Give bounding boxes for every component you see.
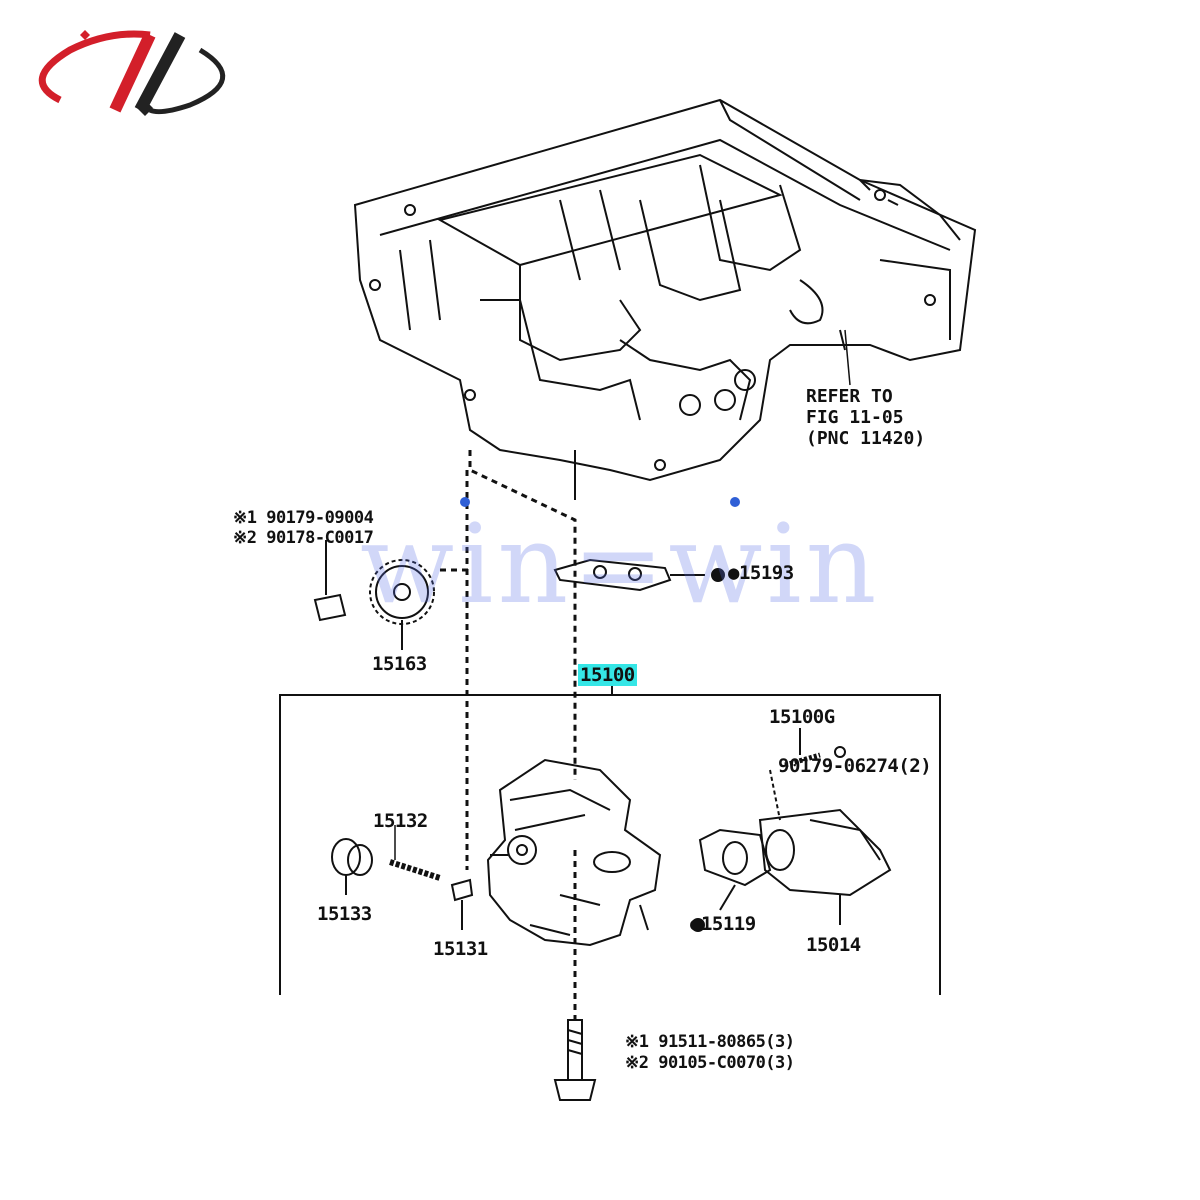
part-label-15131: 15131	[433, 938, 488, 960]
part-label-90178-c0017: ※2 90178-C0017	[233, 528, 374, 548]
part-label-15133: 15133	[317, 903, 372, 925]
bolt-91511-drawing	[553, 1019, 597, 1101]
relief-valve-parts	[331, 838, 474, 930]
part-label-15100: 15100	[578, 664, 637, 686]
assembly-15100-bracket	[279, 685, 941, 995]
refer-note-line3: (PNC 11420)	[806, 428, 926, 449]
refer-note: REFER TO FIG 11-05 (PNC 11420)	[806, 386, 925, 449]
leader-lines	[394, 329, 851, 860]
sprocket-15163-drawing	[313, 540, 435, 650]
part-label-15100-highlight: 15100	[578, 664, 637, 686]
part-label-90179-06274: 90179-06274(2)	[778, 755, 932, 777]
part-label-15163: 15163	[372, 653, 427, 675]
engine-block-drawing	[353, 98, 977, 482]
strainer-15014-drawing	[691, 728, 892, 932]
part-label-15132: 15132	[373, 810, 428, 832]
part-label-15119: ●15119	[690, 913, 756, 935]
watermark-text: win=win	[360, 500, 881, 628]
part-label-91511-80865: ※1 91511-80865(3)	[625, 1032, 795, 1052]
part-label-90105-c0070: ※2 90105-C0070(3)	[625, 1053, 795, 1073]
part-label-15100g: 15100G	[769, 706, 835, 728]
part-label-15014: 15014	[806, 934, 861, 956]
refer-note-line1: REFER TO	[806, 386, 893, 407]
oil-pump-drawing	[486, 758, 662, 947]
gasket-15193-drawing	[553, 558, 725, 592]
brand-logo	[38, 30, 226, 116]
refer-note-line2: FIG 11-05	[806, 407, 904, 428]
watermark-dot	[730, 497, 740, 507]
part-label-15193: ●15193	[728, 562, 794, 584]
part-label-90179-09004: ※1 90179-09004	[233, 508, 374, 528]
dashed-guide-lines	[440, 450, 577, 1020]
watermark-dot	[460, 497, 470, 507]
